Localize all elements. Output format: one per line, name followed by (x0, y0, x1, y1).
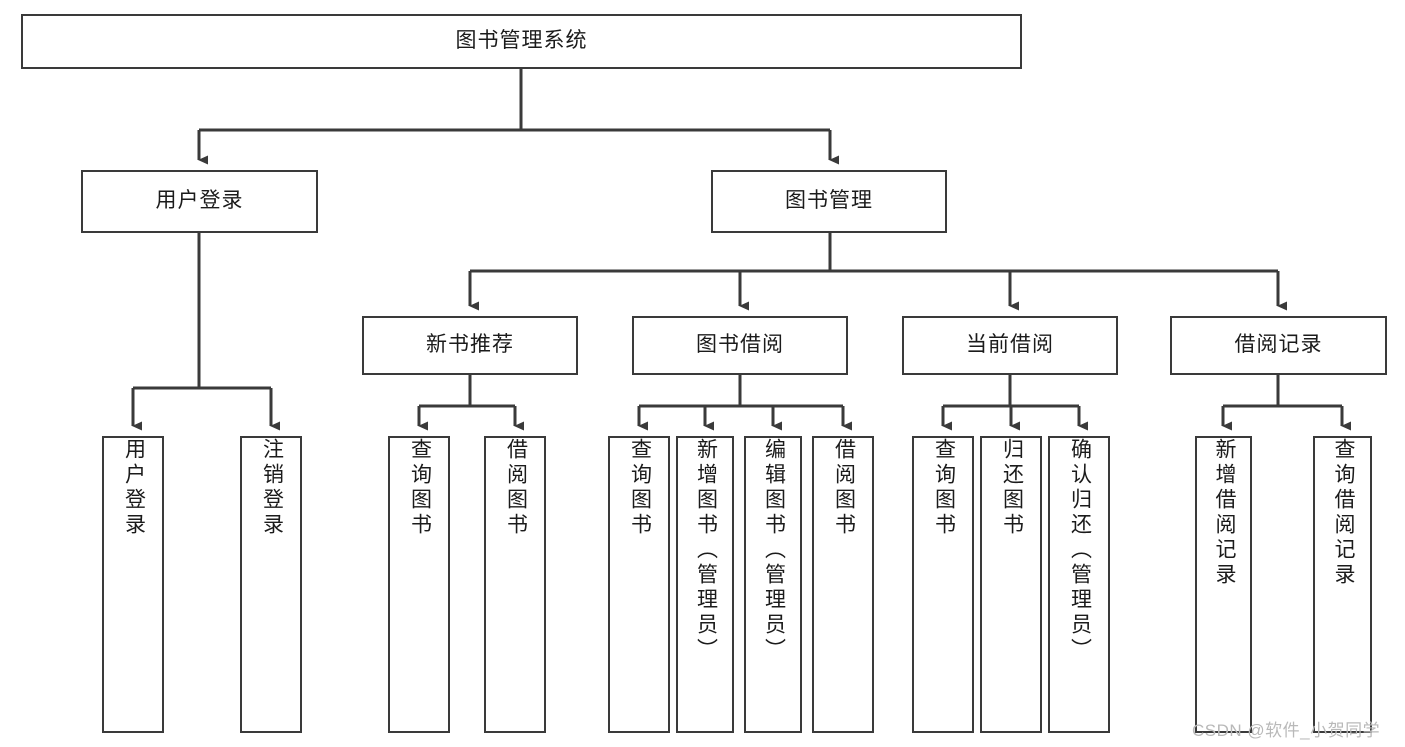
leaf-add-borrow-record[interactable]: 新增借阅记录 (1195, 436, 1252, 733)
leaf-add-borrow-record-label: 新增借阅记录 (1212, 438, 1236, 588)
node-book-borrow-label: 图书借阅 (696, 333, 784, 357)
leaf-return-book-label: 归还图书 (1000, 438, 1024, 538)
node-root[interactable]: 图书管理系统 (21, 14, 1022, 69)
leaf-user-login[interactable]: 用户登录 (102, 436, 164, 733)
leaf-edit-book-admin[interactable]: 编辑图书（管理员） (744, 436, 802, 733)
node-book-management[interactable]: 图书管理 (711, 170, 947, 233)
leaf-query-book-current-label: 查询图书 (932, 438, 956, 538)
leaf-user-login-label: 用户登录 (122, 438, 146, 538)
leaf-return-book[interactable]: 归还图书 (980, 436, 1042, 733)
leaf-confirm-return-admin-label: 确认归还（管理员） (1068, 438, 1092, 663)
csdn-watermark: CSDN @软件_小贺同学 (1192, 721, 1381, 740)
node-borrow-record-label: 借阅记录 (1234, 333, 1323, 357)
node-user-login-label: 用户登录 (155, 189, 244, 213)
node-new-book-recommend-label: 新书推荐 (426, 333, 514, 357)
node-current-borrow[interactable]: 当前借阅 (902, 316, 1118, 375)
node-new-book-recommend[interactable]: 新书推荐 (362, 316, 578, 375)
node-book-management-label: 图书管理 (785, 189, 873, 213)
leaf-edit-book-admin-label: 编辑图书（管理员） (762, 438, 786, 663)
leaf-query-book-newbook-label: 查询图书 (408, 438, 432, 538)
node-user-login[interactable]: 用户登录 (81, 170, 318, 233)
leaf-confirm-return-admin[interactable]: 确认归还（管理员） (1048, 436, 1110, 733)
leaf-query-book-newbook[interactable]: 查询图书 (388, 436, 450, 733)
leaf-query-book-borrow-label: 查询图书 (628, 438, 652, 538)
leaf-logout[interactable]: 注销登录 (240, 436, 302, 733)
leaf-query-borrow-record-label: 查询借阅记录 (1331, 438, 1355, 588)
node-book-borrow[interactable]: 图书借阅 (632, 316, 848, 375)
leaf-query-borrow-record[interactable]: 查询借阅记录 (1313, 436, 1372, 733)
node-current-borrow-label: 当前借阅 (966, 333, 1054, 357)
leaf-borrow-book-newbook[interactable]: 借阅图书 (484, 436, 546, 733)
leaf-add-book-admin[interactable]: 新增图书（管理员） (676, 436, 734, 733)
leaf-add-book-admin-label: 新增图书（管理员） (694, 438, 718, 663)
node-root-label: 图书管理系统 (455, 29, 588, 53)
leaf-query-book-borrow[interactable]: 查询图书 (608, 436, 670, 733)
node-borrow-record[interactable]: 借阅记录 (1170, 316, 1387, 375)
leaf-logout-label: 注销登录 (260, 438, 284, 538)
leaf-query-book-current[interactable]: 查询图书 (912, 436, 974, 733)
leaf-borrow-book-newbook-label: 借阅图书 (504, 438, 528, 538)
leaf-borrow-book-label: 借阅图书 (832, 438, 856, 538)
leaf-borrow-book[interactable]: 借阅图书 (812, 436, 874, 733)
